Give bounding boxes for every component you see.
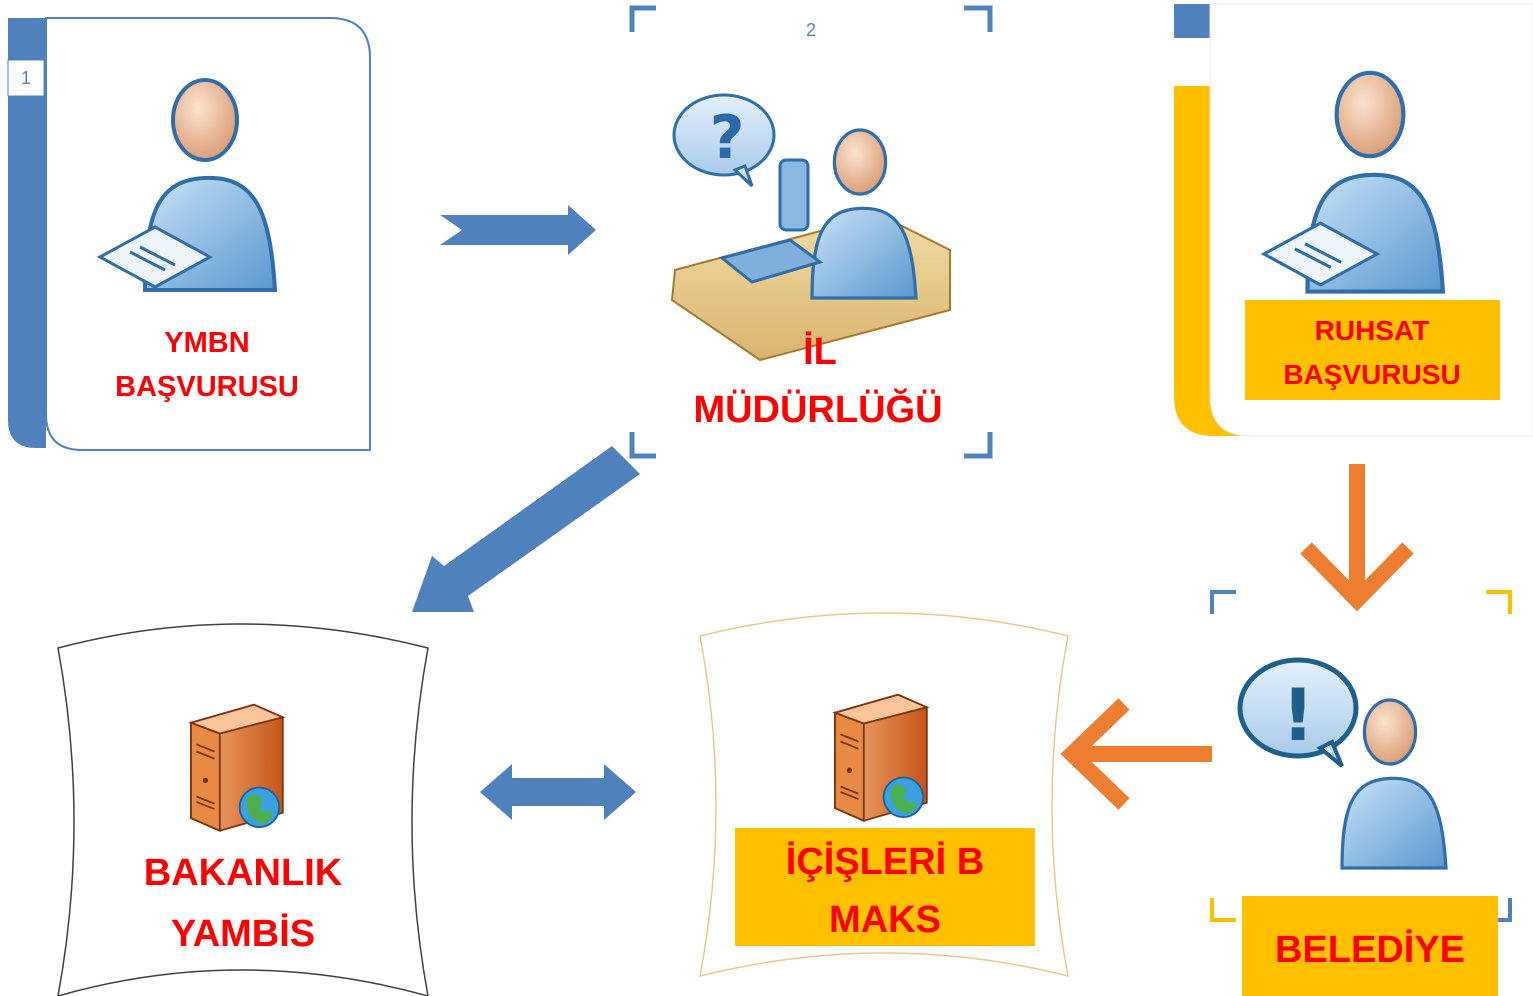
il-label-line2: MÜDÜRLÜĞÜ — [693, 387, 942, 431]
node-belediye: ! BELEDİYE — [1210, 590, 1512, 996]
il-corner-brackets — [629, 5, 993, 459]
arrow-ymbn-to-il — [440, 205, 596, 255]
arrow-il-to-bakanlik — [412, 446, 640, 612]
icisleri-label-box — [735, 828, 1035, 946]
belediye-label-box — [1242, 896, 1498, 996]
web-server-icon — [834, 693, 928, 822]
ruhsat-label-box — [1245, 300, 1500, 400]
node-bakanlik: BAKANLIK YAMBİS — [57, 623, 429, 996]
person-exclamation-icon: ! — [1237, 657, 1448, 870]
svg-text:?: ? — [710, 103, 745, 173]
il-number: 2 — [806, 20, 816, 40]
icisleri-label-line1: İÇİŞLERİ B — [786, 841, 984, 883]
node-ymbn: 1 YMBN BAŞVURUSU — [7, 17, 371, 451]
person-on-phone-question-icon: ? — [670, 93, 951, 362]
ruhsat-label-line1: RUHSAT — [1315, 315, 1430, 346]
arrow-belediye-to-icisleri — [1060, 698, 1212, 810]
bakanlik-label-line1: BAKANLIK — [144, 852, 343, 894]
arrow-ruhsat-to-belediye — [1300, 464, 1414, 612]
node-il-mudurlugu: 2 ? İL MÜDÜRLÜĞÜ — [629, 5, 993, 459]
node-icisleri: İÇİŞLERİ B MAKS — [699, 612, 1069, 978]
ymbn-label-line2: BAŞVURUSU — [115, 371, 299, 403]
belediye-label: BELEDİYE — [1275, 929, 1465, 971]
icisleri-label-line2: MAKS — [829, 899, 941, 941]
ymbn-number: 1 — [21, 68, 31, 88]
svg-text:!: ! — [1282, 673, 1315, 757]
arrow-bakanlik-icisleri — [480, 764, 636, 820]
ymbn-label-line1: YMBN — [164, 327, 249, 359]
bakanlik-label-line2: YAMBİS — [171, 913, 315, 955]
node-ruhsat: RUHSAT BAŞVURUSU — [1174, 3, 1533, 437]
web-server-icon — [190, 703, 284, 832]
il-label-line1: İL — [803, 331, 837, 373]
ymbn-accent-bar — [8, 18, 46, 448]
belediye-corner-brackets — [1210, 590, 1512, 922]
ruhsat-label-line2: BAŞVURUSU — [1283, 359, 1460, 390]
